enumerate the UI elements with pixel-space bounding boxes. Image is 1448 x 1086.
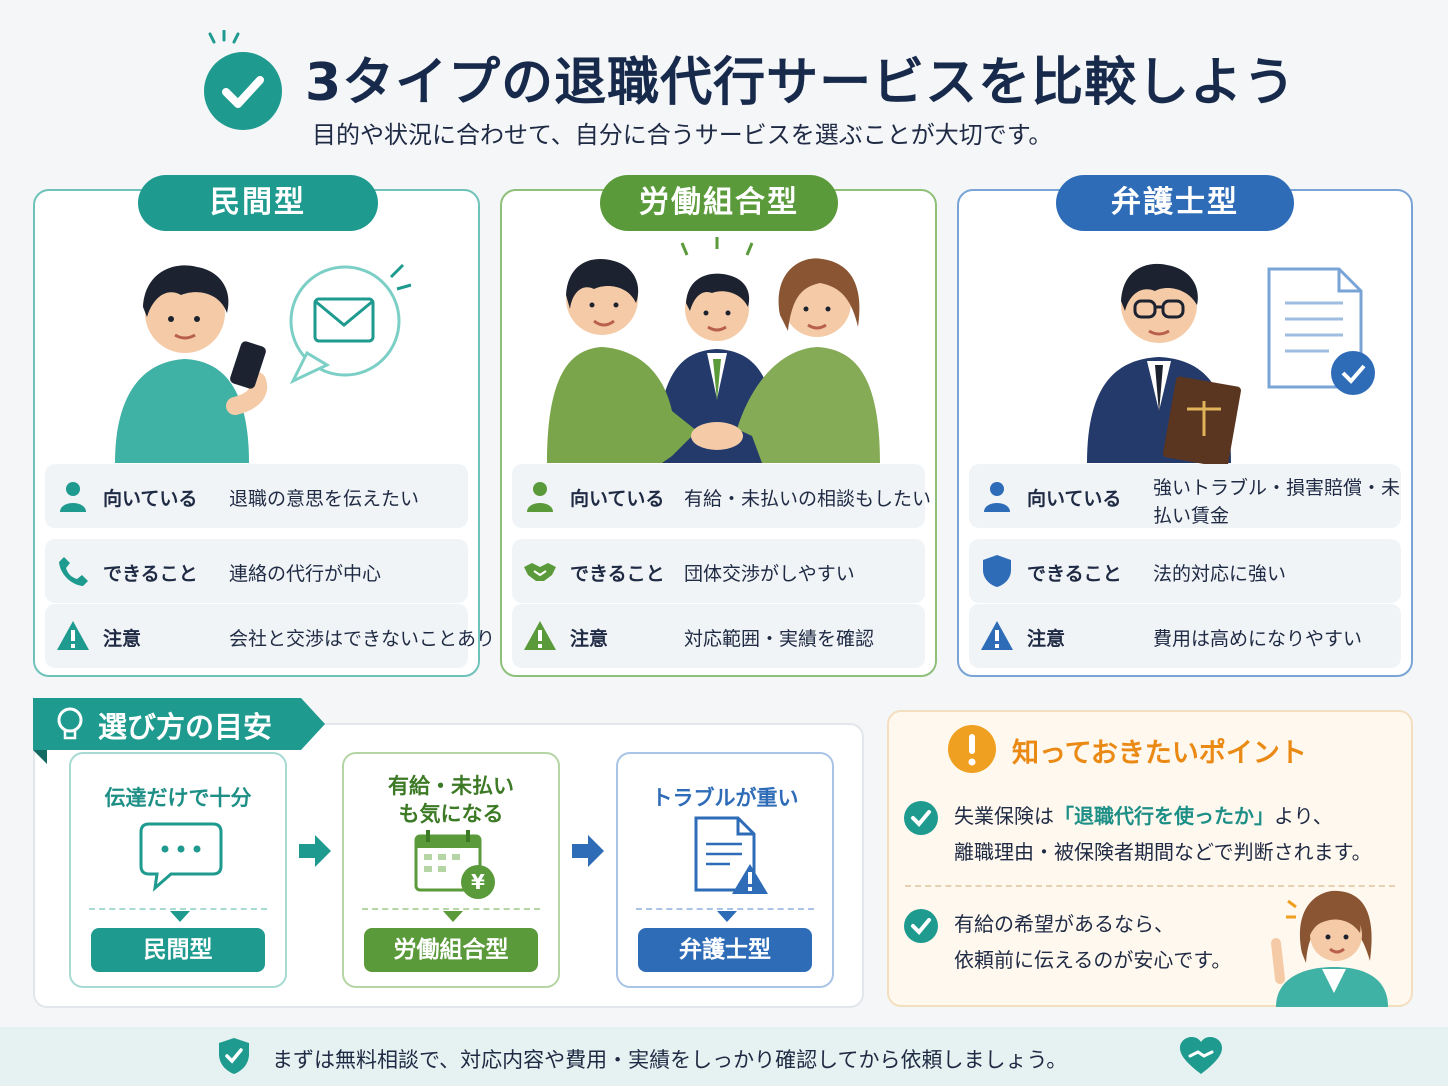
key-point-2-line1: 有給の希望があるなら、	[954, 912, 1174, 936]
warning-icon	[524, 621, 556, 650]
check-circle-icon	[904, 909, 938, 943]
card-union-row-can: できること 団体交渉がしやすい	[512, 539, 925, 603]
document-warning-icon	[694, 816, 768, 894]
header-check-icon	[204, 52, 282, 130]
check-circle-icon	[904, 801, 938, 835]
key-point-1-line2: 離職理由・被保険者期間などで判断されます。	[954, 840, 1372, 864]
shield-check-icon	[219, 1038, 249, 1074]
guide-result-private: 民間型	[91, 928, 265, 972]
guide-result-union: 労働組合型	[364, 928, 538, 972]
warning-icon	[981, 621, 1013, 650]
guide-result-lawyer: 弁護士型	[638, 928, 812, 972]
key-point-2-line2: 依頼前に伝えるのが安心です。	[954, 948, 1232, 972]
key-points-title: 知っておきたいポイント	[1012, 738, 1307, 769]
card-lawyer-row-caution: 注意 費用は高めになりやすい	[969, 604, 1401, 668]
person-icon	[984, 482, 1010, 512]
lawyer-illustration	[1087, 263, 1375, 466]
handshake-icon	[524, 563, 556, 581]
sparkle-icon	[208, 30, 240, 44]
woman-pointing-illustration	[1271, 890, 1388, 1007]
warning-icon	[57, 621, 89, 650]
guide-title: 選び方の目安	[98, 710, 273, 744]
card-union: 労働組合型 向いている 有給・未払いの相談もしたい できること 団体	[500, 175, 937, 677]
card-private-row-caution: 注意 会社と交渉はできないことあり	[45, 604, 495, 668]
divider	[905, 885, 1395, 887]
page-subtitle: 目的や状況に合わせて、自分に合うサービスを選ぶことが大切です。	[312, 121, 1053, 149]
footer-message: まずは無料相談で、対応内容や費用・実績をしっかり確認してから依頼しましょう。	[272, 1048, 1068, 1072]
exclamation-icon	[948, 725, 996, 773]
card-private-title: 民間型	[138, 175, 378, 231]
card-private: 民間型 向いている 退職の意思を伝えたい できること 連絡の代行が中心 注意 会…	[33, 175, 495, 677]
page-title: 3タイプの退職代行サービスを比較しよう	[305, 53, 1297, 113]
card-lawyer-row-suited: 向いている 強いトラブル・損害賠償・未払い賃金	[969, 464, 1401, 528]
person-icon	[527, 482, 553, 512]
card-union-row-caution: 注意 対応範囲・実績を確認	[512, 604, 925, 668]
phone-icon	[59, 557, 88, 586]
calendar-yen-icon: ¥	[414, 830, 495, 899]
guide-step-union: 有給・未払いも気になる ¥ 労働組合型	[342, 752, 560, 988]
guide-step-lawyer: トラブルが重い 弁護士型	[616, 752, 834, 988]
three-people-handshake-illustration	[547, 237, 880, 463]
chat-bubble-icon	[139, 822, 223, 892]
person-with-phone-illustration	[115, 263, 412, 463]
card-union-row-suited: 向いている 有給・未払いの相談もしたい	[512, 464, 931, 528]
card-union-title: 労働組合型	[600, 175, 838, 231]
guide-title-banner	[33, 698, 325, 764]
card-lawyer: 弁護士型 向いている 強いトラブル・損害賠償・未払い賃金 できること 法的対応に…	[957, 175, 1413, 677]
card-private-row-suited: 向いている 退職の意思を伝えたい	[45, 464, 468, 528]
svg-text:¥: ¥	[471, 870, 485, 894]
key-point-1-line1: 失業保険は「退職代行を使ったか」より、	[954, 804, 1333, 828]
card-lawyer-title: 弁護士型	[1056, 175, 1294, 231]
heart-handshake-icon	[1180, 1037, 1222, 1074]
arrow-right-icon	[572, 835, 604, 867]
person-icon	[60, 482, 86, 512]
card-private-row-can: できること 連絡の代行が中心	[45, 539, 468, 603]
shield-icon	[983, 555, 1011, 587]
card-lawyer-row-can: できること 法的対応に強い	[969, 539, 1401, 603]
arrow-right-icon	[299, 835, 331, 867]
guide-step-private: 伝達だけで十分 民間型	[69, 752, 287, 988]
